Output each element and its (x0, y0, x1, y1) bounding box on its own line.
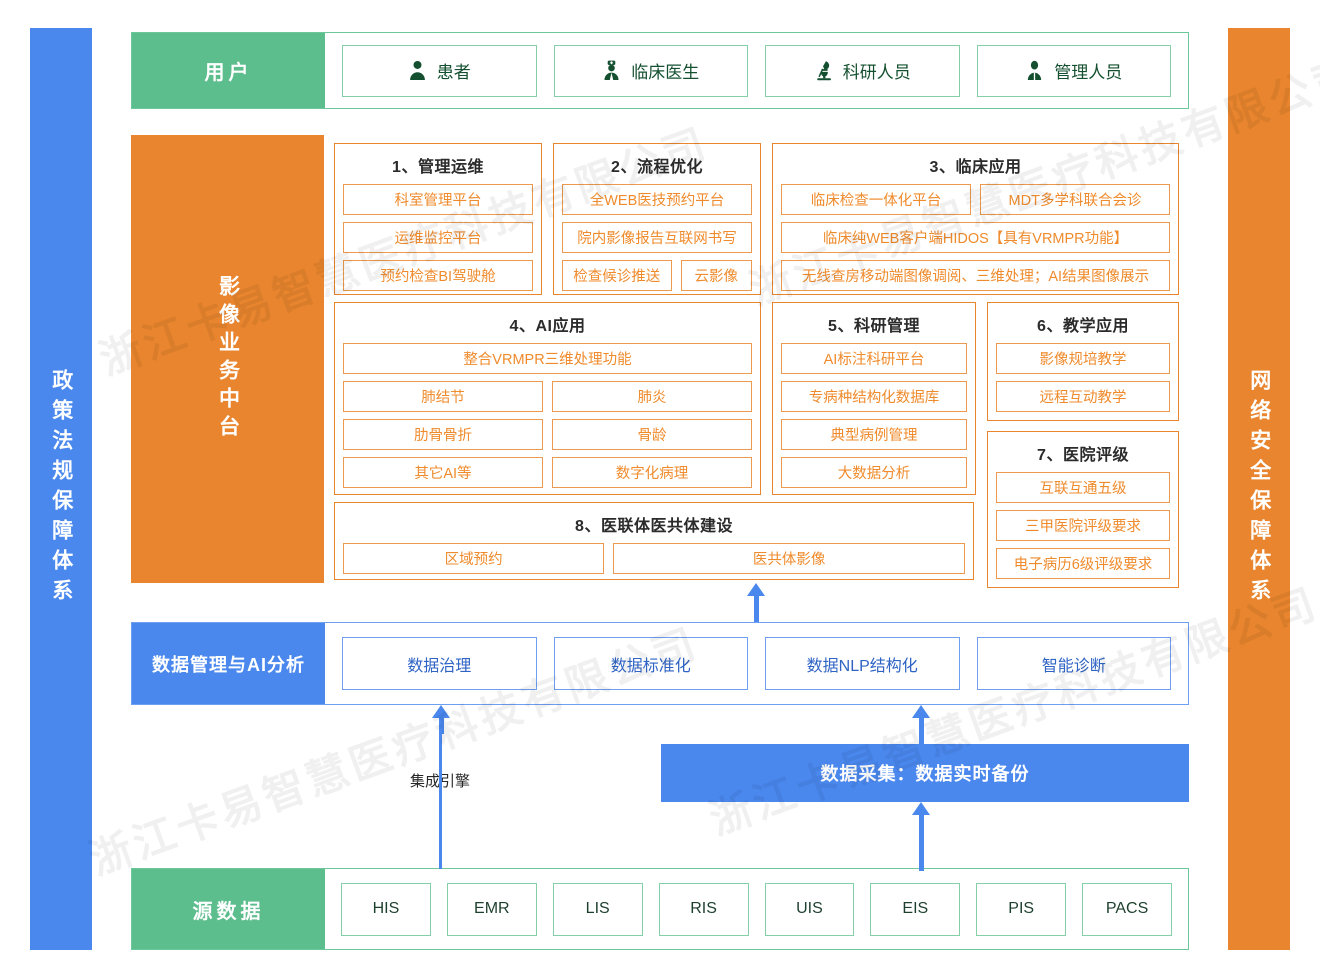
module-cell[interactable]: AI标注科研平台 (781, 343, 967, 374)
network-security-pillar: 网络安全保障体系 (1228, 28, 1290, 950)
module-cell[interactable]: 影像规培教学 (996, 343, 1170, 374)
user-card-patient[interactable]: 患者 (342, 44, 537, 97)
user-card-label: 科研人员 (842, 63, 911, 82)
user-card-clinician[interactable]: 临床医生 (553, 44, 748, 97)
module-cell[interactable]: 区域预约 (343, 543, 605, 574)
user-card-label: 管理人员 (1054, 63, 1123, 82)
module-cell[interactable]: 肋骨骨折 (343, 419, 543, 450)
user-band: 用户 患者 (131, 32, 1189, 109)
module-cell[interactable]: 院内影像报告互联网书写 (562, 222, 752, 253)
person-icon (408, 60, 427, 81)
group-research-management: 5、科研管理 AI标注科研平台 专病种结构化数据库 典型病例管理 大数据分析 (772, 302, 976, 495)
module-cell[interactable]: 云影像 (680, 260, 752, 291)
doctor-icon (602, 60, 621, 81)
module-cell[interactable]: 数字化病理 (552, 457, 752, 488)
module-cell[interactable]: 骨龄 (552, 419, 752, 450)
user-card-administrator[interactable]: 管理人员 (976, 44, 1171, 97)
microscope-icon (814, 60, 833, 81)
policy-regulation-pillar: 政策法规保障体系 (30, 28, 92, 950)
group-medical-consortium: 8、医联体医共体建设 区域预约 医共体影像 (334, 502, 974, 580)
watermark: 浙江卡易智慧医疗科技有限公司 (703, 579, 1320, 844)
group-title: 8、医联体医共体建设 (575, 518, 733, 535)
user-card-researcher[interactable]: 科研人员 (765, 44, 960, 97)
module-cell[interactable]: 临床纯WEB客户端HIDOS【具有VRMPR功能】 (781, 222, 1170, 253)
module-cell[interactable]: 大数据分析 (781, 457, 967, 488)
source-card-his[interactable]: HIS (341, 882, 431, 936)
manager-icon (1025, 60, 1044, 81)
group-title: 7、医院评级 (1037, 447, 1129, 464)
data-management-ai-band: 数据管理与AI分析 数据治理 数据标准化 数据NLP结构化 智能诊断 (131, 622, 1189, 705)
user-card-label: 临床医生 (631, 63, 700, 82)
module-cell[interactable]: 医共体影像 (613, 543, 965, 574)
module-cell[interactable]: 科室管理平台 (343, 184, 533, 215)
group-title: 2、流程优化 (611, 159, 703, 176)
module-cell[interactable]: 肺结节 (343, 381, 543, 412)
module-cell[interactable]: 临床检查一体化平台 (781, 184, 971, 215)
group-title: 6、教学应用 (1037, 318, 1129, 335)
data-card-standardization[interactable]: 数据标准化 (553, 637, 748, 690)
group-process-optimization: 2、流程优化 全WEB医技预约平台 院内影像报告互联网书写 检查候诊推送 云影像 (553, 143, 761, 295)
module-cell[interactable]: 整合VRMPR三维处理功能 (343, 343, 752, 374)
connector-integration-engine (439, 718, 442, 869)
source-band-label: 源数据 (132, 869, 325, 949)
group-title: 3、临床应用 (929, 159, 1022, 176)
group-teaching-application: 6、教学应用 影像规培教学 远程互动教学 (987, 302, 1179, 421)
user-band-label: 用户 (132, 33, 325, 108)
data-collection-bar: 数据采集：数据实时备份 (661, 744, 1189, 802)
module-cell[interactable]: 无线查房移动端图像调阅、三维处理；AI结果图像展示 (781, 260, 1170, 291)
module-cell[interactable]: 典型病例管理 (781, 419, 967, 450)
source-card-pacs[interactable]: PACS (1082, 882, 1172, 936)
group-title: 1、管理运维 (392, 159, 484, 176)
module-cell[interactable]: MDT多学科联合会诊 (980, 184, 1170, 215)
source-card-pis[interactable]: PIS (976, 882, 1067, 936)
source-card-uis[interactable]: UIS (764, 882, 855, 936)
source-card-lis[interactable]: LIS (552, 882, 643, 936)
module-cell[interactable]: 专病种结构化数据库 (781, 381, 967, 412)
data-band-label: 数据管理与AI分析 (132, 623, 325, 704)
module-cell[interactable]: 运维监控平台 (343, 222, 533, 253)
module-cell[interactable]: 互联互通五级 (996, 472, 1170, 503)
source-card-emr[interactable]: EMR (446, 882, 537, 936)
user-card-label: 患者 (436, 63, 471, 82)
mid-band-label: 影像业务中台 (131, 135, 324, 583)
imaging-business-midplatform-band: 影像业务中台 1、管理运维 科室管理平台 运维监控平台 预约检查BI驾驶舱 2、… (131, 135, 1189, 588)
module-cell[interactable]: 电子病历6级评级要求 (996, 548, 1170, 579)
module-cell[interactable]: 其它AI等 (343, 457, 543, 488)
group-hospital-rating: 7、医院评级 互联互通五级 三甲医院评级要求 电子病历6级评级要求 (987, 431, 1179, 588)
module-cell[interactable]: 预约检查BI驾驶舱 (343, 260, 533, 291)
data-card-smart-diagnosis[interactable]: 智能诊断 (976, 637, 1171, 690)
group-title: 4、AI应用 (509, 318, 586, 335)
source-card-eis[interactable]: EIS (870, 882, 961, 936)
module-cell[interactable]: 三甲医院评级要求 (996, 510, 1170, 541)
module-cell[interactable]: 全WEB医技预约平台 (562, 184, 752, 215)
group-management-ops: 1、管理运维 科室管理平台 运维监控平台 预约检查BI驾驶舱 (334, 143, 542, 295)
source-card-ris[interactable]: RIS (658, 882, 749, 936)
group-title: 5、科研管理 (828, 318, 920, 335)
source-data-band: 源数据 HIS EMR LIS RIS UIS EIS PIS PACS (131, 868, 1189, 950)
data-card-governance[interactable]: 数据治理 (342, 637, 537, 690)
module-cell[interactable]: 肺炎 (552, 381, 752, 412)
module-cell[interactable]: 远程互动教学 (996, 381, 1170, 412)
module-cell[interactable]: 检查候诊推送 (562, 260, 672, 291)
group-clinical-application: 3、临床应用 临床检查一体化平台 MDT多学科联合会诊 临床纯WEB客户端HID… (772, 143, 1179, 295)
data-card-nlp[interactable]: 数据NLP结构化 (765, 637, 960, 690)
group-ai-application: 4、AI应用 整合VRMPR三维处理功能 肺结节 肺炎 肋骨骨折 骨龄 (334, 302, 761, 495)
